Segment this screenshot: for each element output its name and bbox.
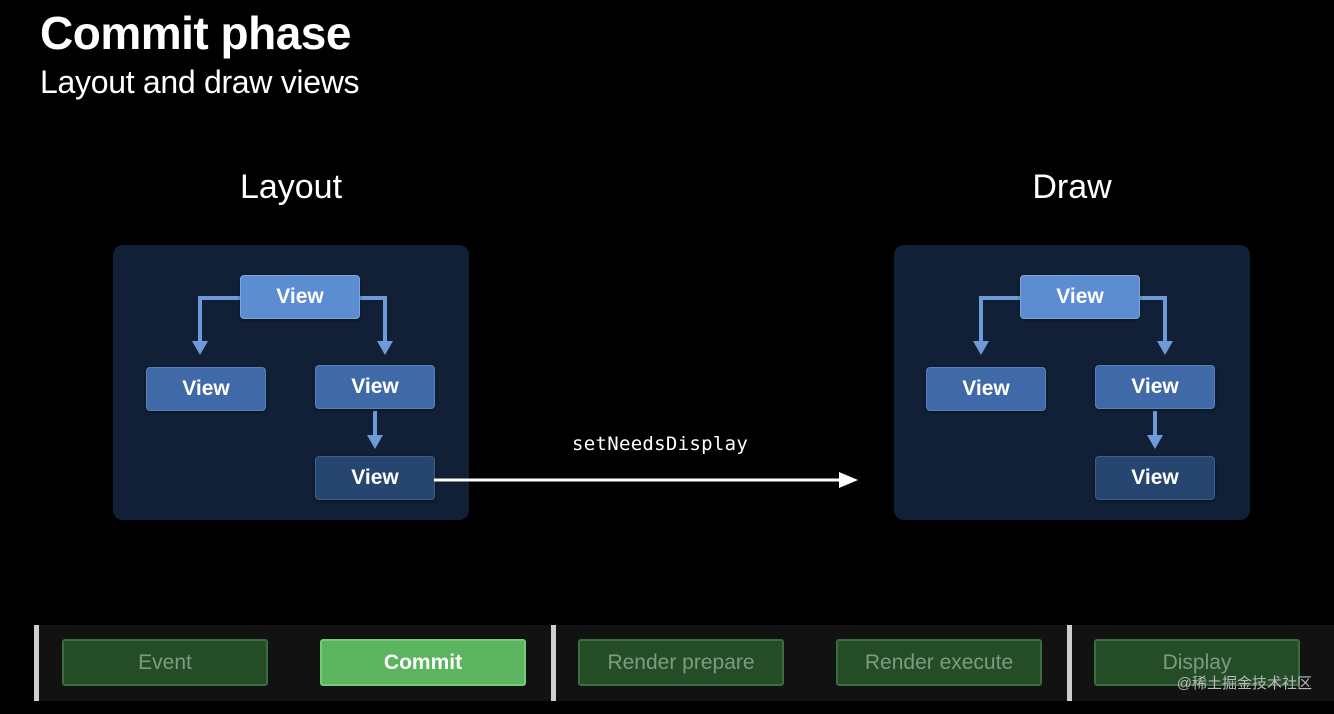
draw-tree-connectors [973, 296, 1173, 449]
pipeline-bar: Event Commit Render prepare Render execu… [34, 625, 1334, 701]
layout-tree-connectors [192, 296, 393, 449]
layout-view-right: View [315, 365, 435, 409]
page-title: Commit phase [40, 7, 351, 59]
draw-view-root: View [1020, 275, 1140, 319]
pipeline-divider [1067, 625, 1072, 701]
watermark: @稀土掘金技术社区 [1176, 675, 1312, 692]
stage-commit: Commit [320, 639, 526, 686]
stage-display: Display [1094, 639, 1300, 686]
draw-panel: View View View View [894, 245, 1250, 520]
layout-view-left: View [146, 367, 266, 411]
layout-panel: View View View View [113, 245, 469, 520]
set-needs-display-arrow [434, 472, 858, 488]
set-needs-display-label: setNeedsDisplay [572, 433, 749, 455]
draw-view-right: View [1095, 365, 1215, 409]
draw-view-leaf: View [1095, 456, 1215, 500]
layout-view-leaf: View [315, 456, 435, 500]
pipeline-divider [551, 625, 556, 701]
stage-render-prepare: Render prepare [578, 639, 784, 686]
layout-view-root: View [240, 275, 360, 319]
pipeline-divider [34, 625, 39, 701]
draw-heading: Draw [1032, 168, 1112, 206]
stage-render-execute: Render execute [836, 639, 1042, 686]
stage-event: Event [62, 639, 268, 686]
page-subtitle: Layout and draw views [40, 64, 360, 100]
draw-view-left: View [926, 367, 1046, 411]
layout-heading: Layout [239, 168, 343, 206]
